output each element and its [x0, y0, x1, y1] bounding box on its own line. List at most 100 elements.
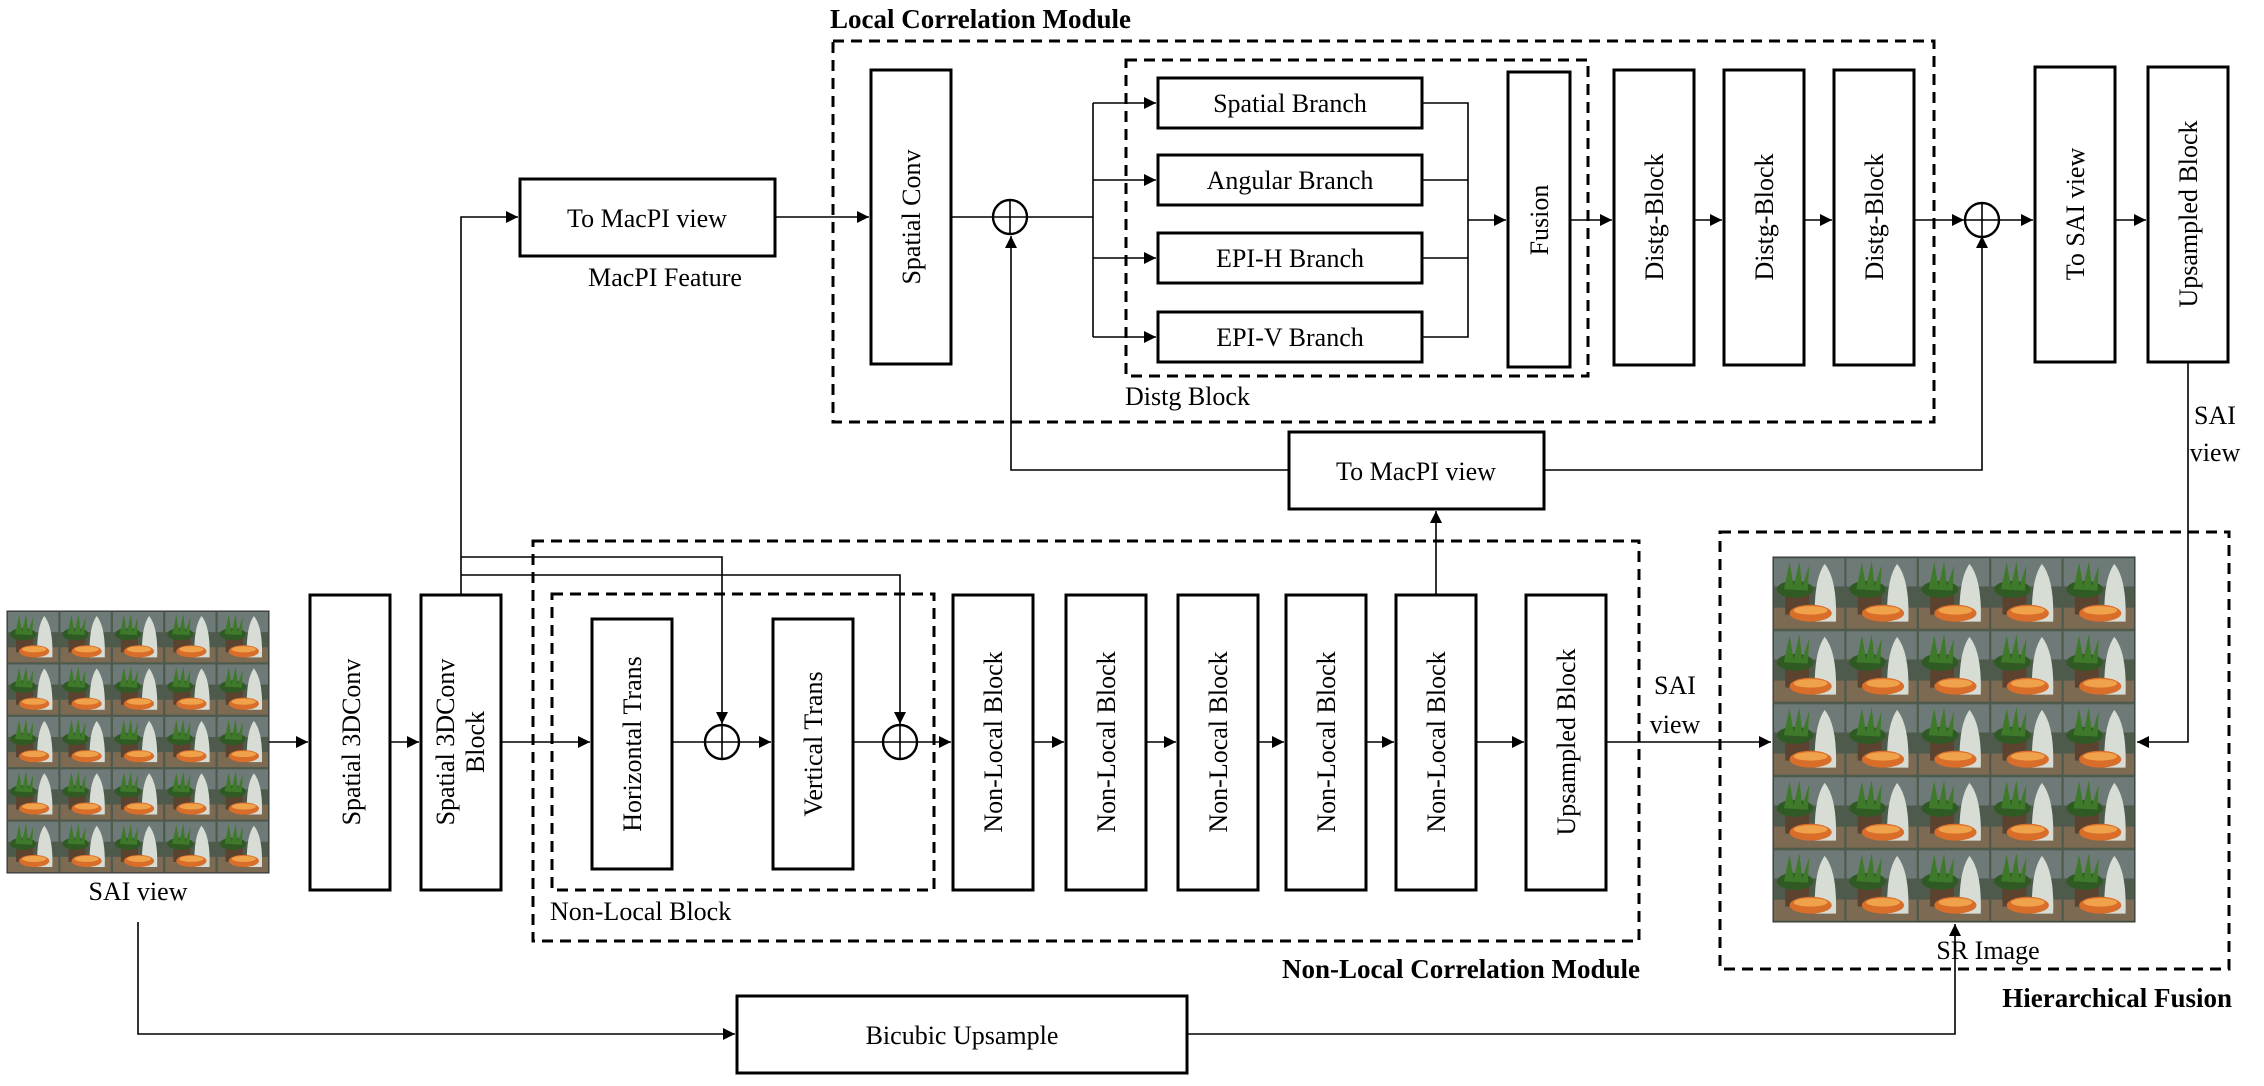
nonlocal-correlation-module-title: Non-Local Correlation Module — [1282, 954, 1640, 984]
sai-thumbnail — [8, 664, 59, 715]
sai-thumbnail — [1774, 850, 1845, 921]
sum-node-top-left — [991, 198, 1029, 236]
sai-view-mid-caption-2: view — [1650, 710, 1701, 739]
distg-block-caption: Distg Block — [1125, 382, 1250, 411]
sr-output-image — [1772, 556, 2136, 923]
sai-thumbnail — [1991, 631, 2062, 702]
spatial-conv-label: Spatial Conv — [897, 149, 926, 284]
sai-view-mid-caption-1: SAI — [1654, 671, 1696, 700]
sai-thumbnail — [1846, 704, 1917, 775]
upsampled-block-top-label: Upsampled Block — [2174, 120, 2203, 307]
distg-block-frame — [1124, 58, 1590, 378]
spatial-3dconv-block-label-1: Spatial 3DConv — [431, 659, 460, 826]
epi-v-branch-label: EPI-V Branch — [1216, 323, 1364, 352]
vertical-trans-label: Vertical Trans — [799, 671, 828, 816]
sai-thumbnail — [165, 664, 216, 715]
sai-thumbnail — [2063, 777, 2134, 848]
spatial-3dconv-block-block — [419, 593, 503, 892]
local-correlation-module-title: Local Correlation Module — [830, 4, 1131, 34]
sai-thumbnail — [1774, 704, 1845, 775]
sai-thumbnail — [60, 716, 111, 768]
sai-thumbnail — [112, 821, 164, 872]
spatial-conv-block — [869, 68, 953, 366]
fusion-label: Fusion — [1525, 185, 1554, 256]
bicubic-upsample-label: Bicubic Upsample — [866, 1021, 1059, 1050]
sai-thumbnail — [1991, 704, 2062, 775]
nonlocal-block-4 — [1284, 593, 1368, 892]
vertical-trans-block — [771, 617, 855, 871]
horizontal-trans-label: Horizontal Trans — [618, 656, 647, 832]
sai-view-right-caption-1: SAI — [2194, 401, 2236, 430]
sai-thumbnail — [60, 664, 111, 715]
to-macpi-view-top-block — [518, 177, 777, 258]
sai-thumbnail — [60, 612, 111, 663]
sai-thumbnail — [1991, 558, 2062, 629]
sai-thumbnail — [1774, 558, 1845, 629]
sai-thumbnail — [1991, 850, 2062, 921]
horizontal-trans-block — [590, 617, 674, 871]
sai-thumbnail — [8, 612, 59, 663]
sai-thumbnail — [112, 716, 164, 768]
sai-thumbnail — [217, 716, 268, 768]
upsampled-block-bottom-label: Upsampled Block — [1552, 648, 1581, 835]
sai-thumbnail — [1918, 704, 1990, 775]
sai-thumbnail — [165, 821, 216, 872]
sai-thumbnail — [60, 769, 111, 820]
sai-thumbnail — [1774, 631, 1845, 702]
sai-thumbnail — [217, 821, 268, 872]
sai-thumbnail — [2063, 850, 2134, 921]
nonlocal-correlation-module-frame — [531, 539, 1641, 943]
nonlocal-block-1-label: Non-Local Block — [979, 651, 1008, 832]
sai-thumbnail — [1846, 850, 1917, 921]
sai-thumbnail — [1774, 777, 1845, 848]
epi-v-branch-block — [1156, 310, 1424, 364]
to-macpi-view-top-label: To MacPI view — [567, 204, 727, 233]
sum-node-bottom-1 — [703, 723, 741, 761]
sai-thumbnail — [8, 769, 59, 820]
angular-branch-block — [1156, 153, 1424, 207]
sum-node-bottom-2 — [881, 723, 919, 761]
sai-thumbnail — [217, 612, 268, 663]
nonlocal-block-5-label: Non-Local Block — [1422, 651, 1451, 832]
sai-thumbnail — [2063, 704, 2134, 775]
spatial-3dconv-label: Spatial 3DConv — [337, 659, 366, 826]
to-macpi-view-mid-block — [1287, 430, 1546, 511]
nonlocal-block-3-label: Non-Local Block — [1204, 651, 1233, 832]
connector-lines — [137, 97, 2189, 1040]
sai-thumbnail — [8, 821, 59, 872]
macpi-feature-caption: MacPI Feature — [588, 263, 742, 292]
spatial-branch-label: Spatial Branch — [1213, 89, 1367, 118]
fusion-block — [1506, 70, 1572, 369]
sai-thumbnail — [165, 716, 216, 768]
to-macpi-view-mid-label: To MacPI view — [1336, 457, 1496, 486]
nonlocal-block-3 — [1176, 593, 1260, 892]
local-correlation-module-frame — [831, 39, 1936, 424]
sai-view-input-caption: SAI view — [89, 877, 188, 906]
sai-thumbnail — [112, 769, 164, 820]
sai-thumbnail — [112, 664, 164, 715]
sr-image-caption: SR Image — [1936, 936, 2039, 965]
distg-block-2 — [1722, 68, 1806, 367]
sai-thumbnail — [1918, 850, 1990, 921]
sai-thumbnail — [1846, 777, 1917, 848]
sai-thumbnail — [1918, 777, 1990, 848]
sai-view-right-caption-2: view — [2190, 438, 2241, 467]
epi-h-branch-block — [1156, 231, 1424, 285]
sai-thumbnail — [1918, 558, 1990, 629]
sai-thumbnail — [165, 769, 216, 820]
to-sai-view-label: To SAI view — [2061, 148, 2090, 281]
distg-block-3-label: Distg-Block — [1860, 153, 1889, 280]
nonlocal-block-4-label: Non-Local Block — [1312, 651, 1341, 832]
sai-thumbnail — [1918, 631, 1990, 702]
nonlocal-block-caption: Non-Local Block — [550, 897, 731, 926]
sai-thumbnail — [112, 612, 164, 663]
hierarchical-fusion-frame — [1718, 530, 2231, 971]
nonlocal-block-5 — [1394, 593, 1478, 892]
sai-thumbnail — [165, 612, 216, 663]
sai-thumbnail — [60, 821, 111, 872]
sai-thumbnail — [217, 769, 268, 820]
spatial-3dconv-block-label-2: Block — [461, 711, 490, 773]
sum-node-top-right — [1963, 201, 2001, 239]
angular-branch-label: Angular Branch — [1207, 166, 1374, 195]
